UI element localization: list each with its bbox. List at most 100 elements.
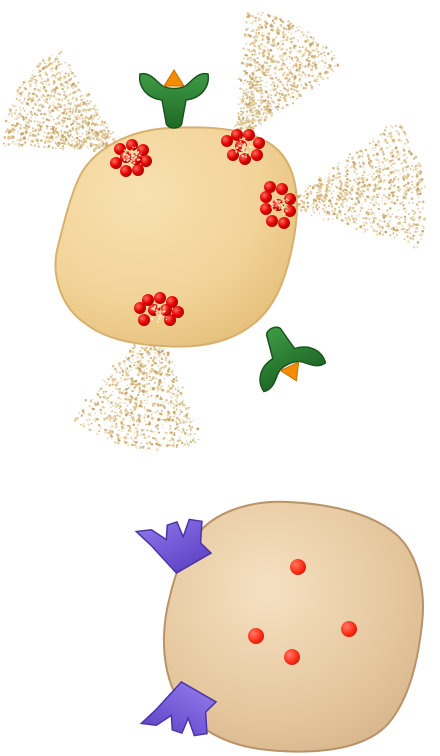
mediator-particle xyxy=(158,398,160,400)
mediator-particle xyxy=(302,71,305,74)
release-sparkle xyxy=(123,157,124,158)
mediator-particle xyxy=(267,51,269,53)
mediator-particle xyxy=(133,355,134,356)
mediator-particle xyxy=(248,83,251,86)
mediator-particle xyxy=(53,133,56,136)
mediator-particle xyxy=(389,215,391,217)
mediator-particle xyxy=(395,216,398,219)
mediator-particle xyxy=(147,415,150,418)
release-sparkle xyxy=(160,317,161,318)
mediator-particle xyxy=(288,69,289,70)
mediator-particle xyxy=(265,116,268,119)
mediator-particle xyxy=(363,224,365,226)
mediator-particle xyxy=(378,203,380,205)
mediator-particle xyxy=(136,434,139,437)
mediator-particle xyxy=(297,58,299,60)
mediator-particle xyxy=(319,75,320,76)
mediator-particle xyxy=(97,401,99,403)
mediator-particle xyxy=(248,121,249,122)
mediator-particle xyxy=(90,117,92,119)
mediator-particle xyxy=(94,413,96,415)
mediator-particle xyxy=(55,67,58,70)
mediator-particle xyxy=(95,132,98,135)
mediator-particle xyxy=(266,82,267,83)
mediator-particle xyxy=(88,103,90,105)
mediator-particle xyxy=(387,225,390,228)
mediator-particle xyxy=(101,386,102,387)
mediator-particle xyxy=(144,408,146,410)
mediator-particle xyxy=(378,165,380,167)
mediator-particle xyxy=(40,126,42,128)
release-sparkle xyxy=(287,199,289,201)
mediator-particle xyxy=(390,156,392,158)
mediator-particle xyxy=(350,166,353,169)
mediator-particle xyxy=(358,215,360,217)
mediator-particle xyxy=(287,37,289,39)
mediator-particle xyxy=(392,171,393,172)
mediator-particle xyxy=(366,184,368,186)
mediator-particle xyxy=(37,145,40,148)
mediator-particle xyxy=(69,117,70,118)
mediator-particle xyxy=(398,218,400,220)
mediator-particle xyxy=(272,81,275,84)
release-sparkle xyxy=(137,158,139,160)
mediator-particle xyxy=(117,405,119,407)
mediator-particle xyxy=(250,121,253,124)
mediator-particle xyxy=(120,421,123,424)
mediator-particle xyxy=(372,147,374,149)
mediator-particle xyxy=(112,384,114,386)
mediator-particle xyxy=(248,126,250,128)
mediator-particle xyxy=(89,419,90,420)
mediator-particle xyxy=(258,47,260,49)
mediator-particle xyxy=(45,73,47,75)
mediator-particle xyxy=(307,202,309,204)
mediator-particle xyxy=(290,41,292,43)
mediator-particle xyxy=(137,424,139,426)
mediator-particle xyxy=(411,181,413,183)
mediator-particle xyxy=(29,84,31,86)
mediator-particle xyxy=(338,166,339,167)
mediator-particle xyxy=(161,362,163,364)
mediator-particle xyxy=(254,119,257,122)
mediator-particle xyxy=(34,114,36,116)
mediator-particle xyxy=(11,113,13,115)
mediator-particle xyxy=(57,61,60,64)
mediator-particle xyxy=(95,111,98,114)
mediator-particle xyxy=(246,55,247,56)
mediator-particle xyxy=(383,182,385,184)
mediator-particle xyxy=(37,121,39,123)
mediator-particle xyxy=(361,150,363,152)
mediator-particle xyxy=(353,179,355,181)
mediator-particle xyxy=(52,67,54,69)
mediator-particle xyxy=(63,98,65,100)
mediator-particle xyxy=(164,373,166,375)
mediator-particle xyxy=(263,112,265,114)
release-sparkle xyxy=(275,205,277,207)
mediator-particle xyxy=(90,108,92,110)
mediator-particle xyxy=(133,444,135,446)
mediator-particle xyxy=(265,90,268,93)
mediator-particle xyxy=(368,191,369,192)
mediator-particle xyxy=(368,218,369,219)
mediator-particle xyxy=(66,125,69,128)
mediator-particle xyxy=(97,124,99,126)
mediator-particle xyxy=(380,134,382,136)
mediator-particle xyxy=(250,93,253,96)
mediator-particle xyxy=(42,95,44,97)
mediator-particle xyxy=(169,360,170,361)
mediator-particle xyxy=(347,165,349,167)
mediator-particle xyxy=(72,122,75,125)
mediator-particle xyxy=(260,123,262,125)
mediator-particle xyxy=(50,128,52,130)
mediator-particle xyxy=(167,432,168,433)
mediator-particle xyxy=(361,155,363,157)
mediator-particle xyxy=(74,104,76,106)
mediator-particle xyxy=(249,77,251,79)
mediator-particle xyxy=(104,121,106,123)
mediator-particle xyxy=(121,430,122,431)
mediator-particle xyxy=(44,142,45,143)
mediator-particle xyxy=(388,181,391,184)
mediator-particle xyxy=(85,399,88,402)
mediator-particle xyxy=(243,57,245,59)
mediator-particle xyxy=(301,62,303,64)
